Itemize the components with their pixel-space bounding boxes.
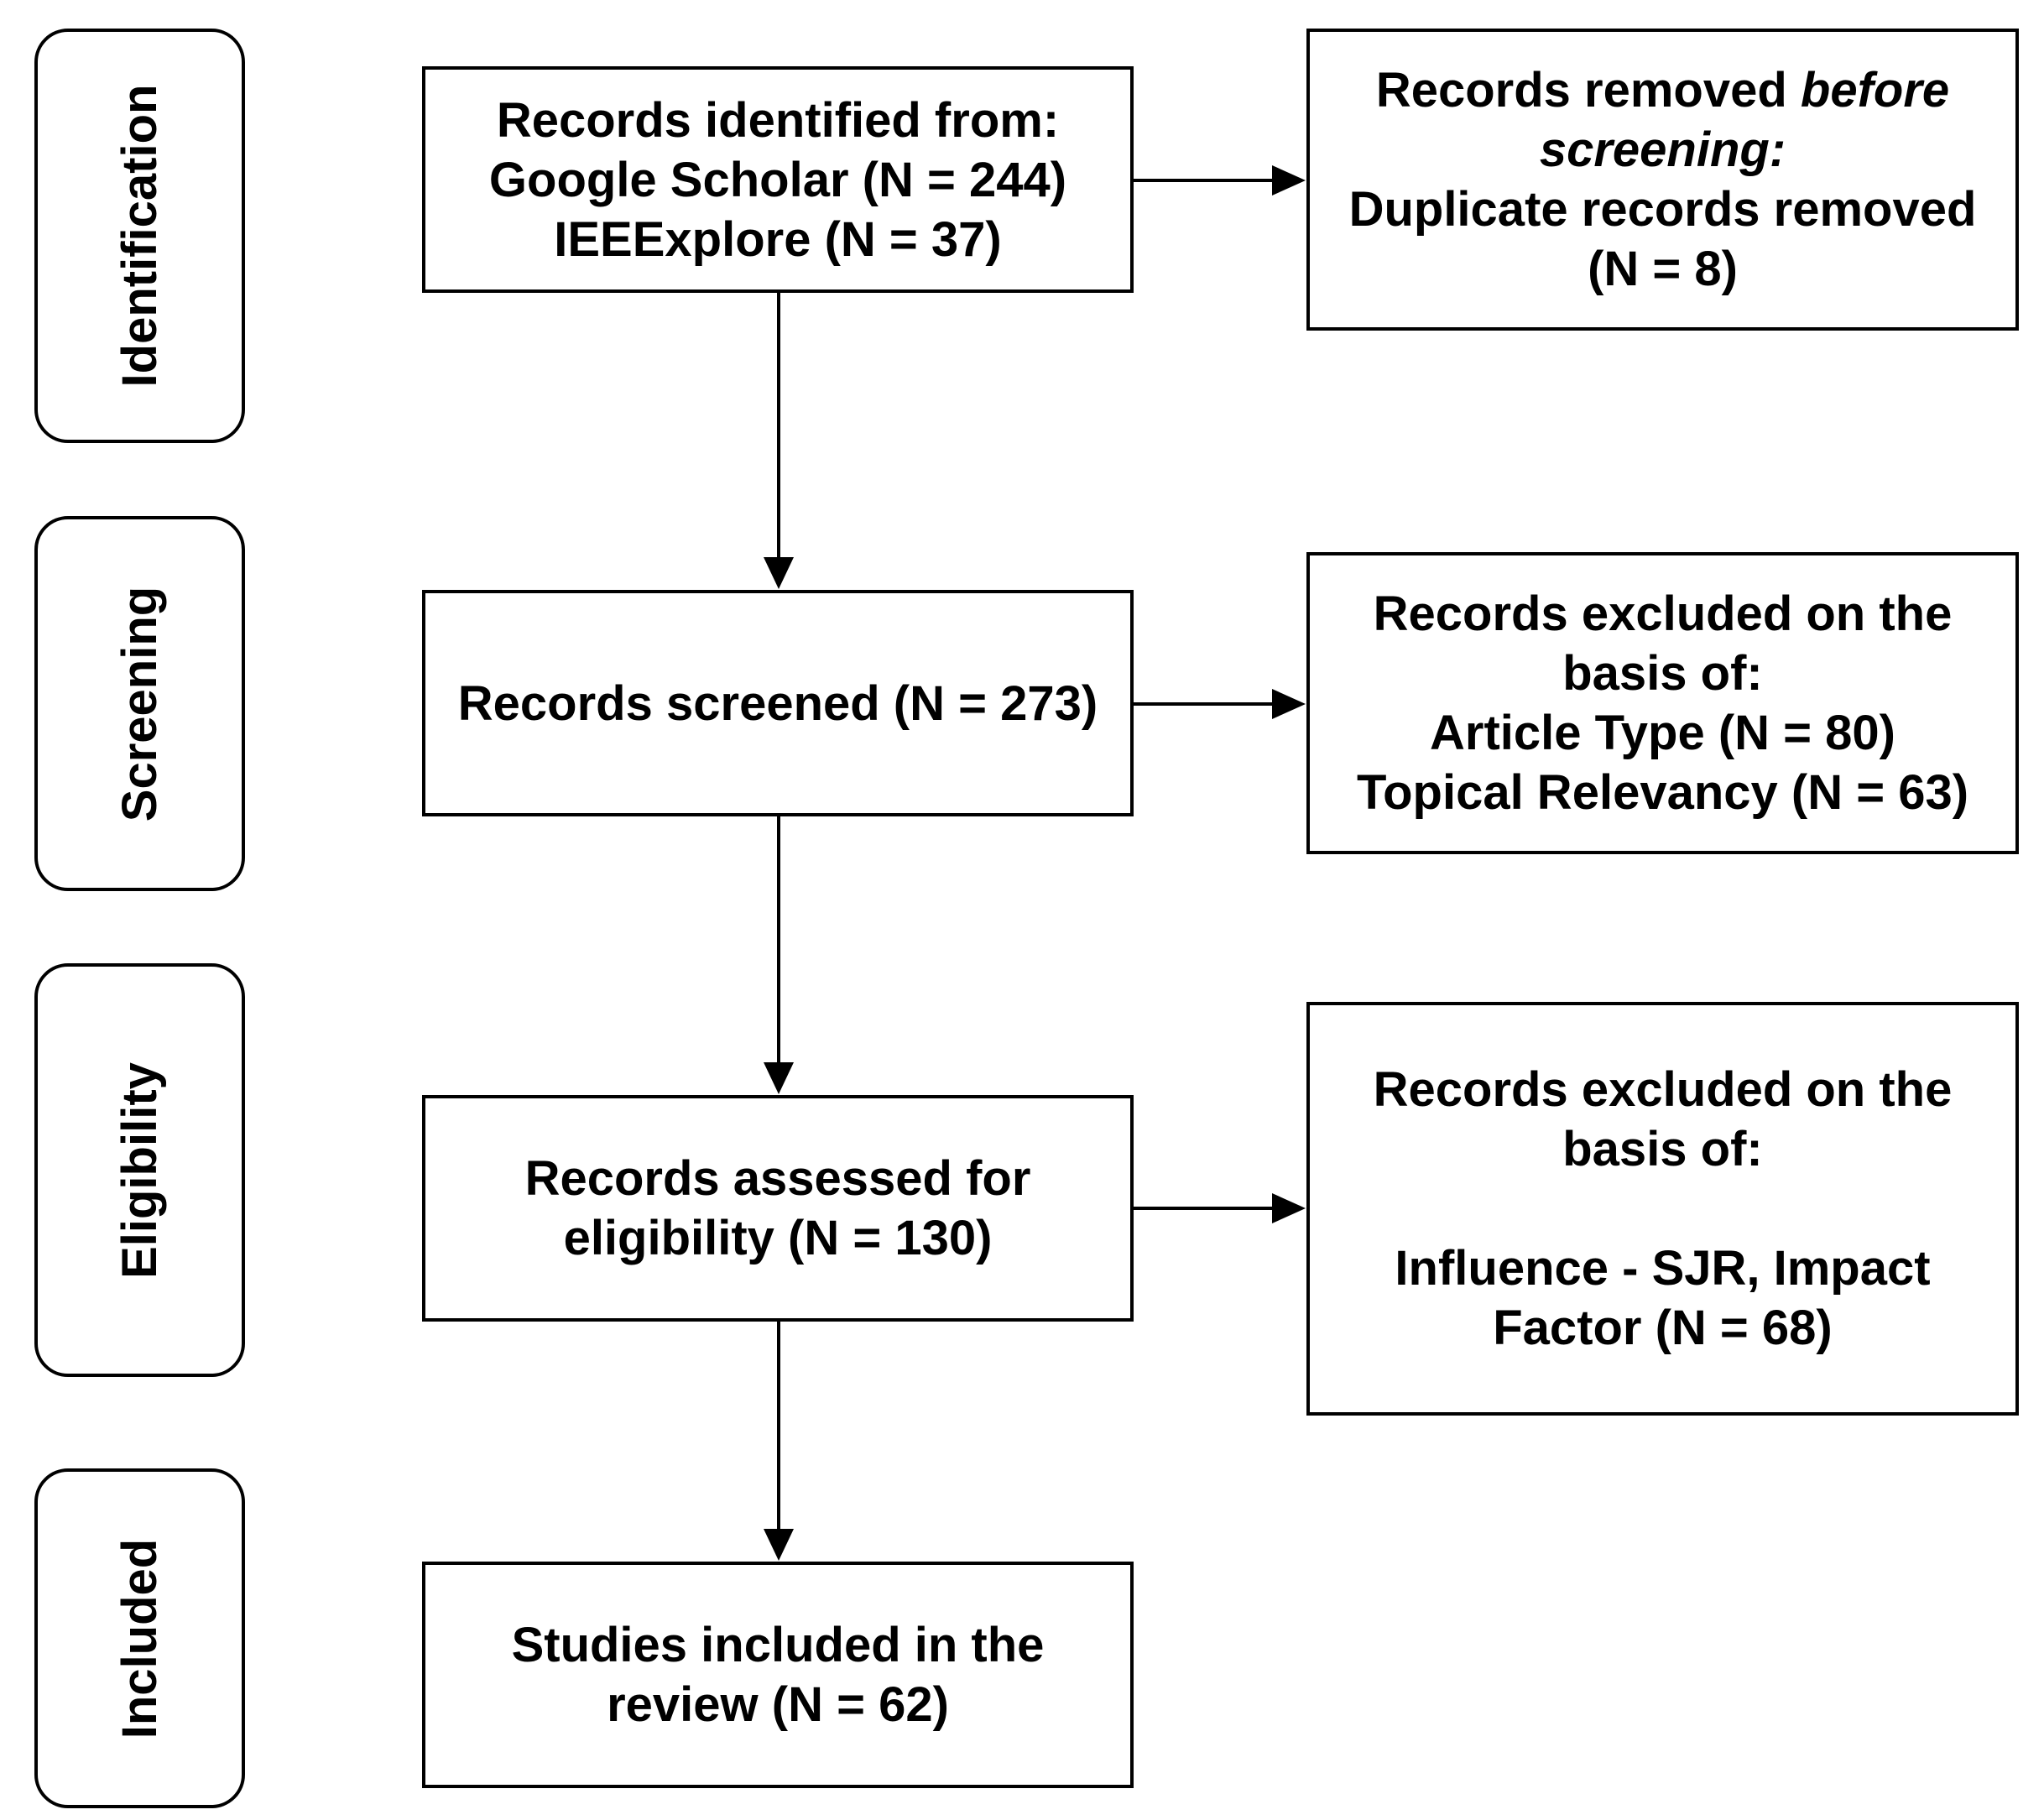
excluded-screening-line2: basis of: (1562, 646, 1763, 701)
arrowhead-down-3 (764, 1529, 794, 1561)
records-removed-line2: screening: (1540, 120, 1786, 180)
article-type-count: Article Type (N = 80) (1430, 706, 1895, 760)
records-removed-box: Records removed before screening: Duplic… (1306, 29, 2019, 331)
stage-eligibility-label: Eligibility (112, 1061, 167, 1279)
records-assessed-box: Records assessed for eligibility (N = 13… (422, 1095, 1134, 1322)
records-screened-box: Records screened (N = 273) (422, 590, 1134, 816)
records-removed-screening: screening: (1539, 123, 1786, 177)
stage-identification-label: Identification (112, 84, 167, 388)
arrowhead-down-1 (764, 557, 794, 589)
duplicate-records-label: Duplicate records removed (1348, 182, 1977, 237)
topical-relevancy-count: Topical Relevancy (N = 63) (1356, 765, 1969, 820)
records-removed-line1: Records removed before (1376, 60, 1949, 120)
records-screened-text: Records screened (N = 273) (457, 675, 1098, 731)
excluded-eligibility-box: Records excluded on the basis of: Influe… (1306, 1002, 2019, 1416)
records-removed-before: before (1800, 63, 1950, 117)
ieeexplore-count: IEEExplore (N = 37) (554, 211, 1002, 267)
stage-eligibility: Eligibility (34, 963, 245, 1377)
stage-included: Included (34, 1468, 245, 1808)
excluded-eligibility-line1: Records excluded on the (1373, 1062, 1953, 1117)
arrowhead-down-2 (764, 1062, 794, 1094)
duplicate-records-count: (N = 8) (1588, 242, 1738, 296)
records-assessed-line2: eligibility (N = 130) (563, 1211, 993, 1265)
studies-included-box: Studies included in the review (N = 62) (422, 1562, 1134, 1788)
stage-screening: Screening (34, 516, 245, 891)
records-identified-box: Records identified from: Google Scholar … (422, 66, 1134, 293)
arrowhead-right-1 (1272, 165, 1306, 196)
records-assessed-line1: Records assessed for (524, 1151, 1031, 1206)
google-scholar-count: Google Scholar (N = 244) (488, 152, 1067, 207)
excluded-eligibility-line2: basis of: (1562, 1122, 1763, 1176)
arrowhead-right-2 (1272, 689, 1306, 719)
stage-identification: Identification (34, 29, 245, 443)
arrowhead-right-3 (1272, 1193, 1306, 1223)
records-identified-title: Records identified from: (496, 92, 1060, 148)
stage-screening-label: Screening (112, 586, 167, 821)
excluded-screening-box: Records excluded on the basis of: Articl… (1306, 552, 2019, 854)
impact-factor-count: Factor (N = 68) (1493, 1301, 1833, 1355)
influence-line: Influence - SJR, Impact (1395, 1241, 1931, 1296)
stage-included-label: Included (112, 1538, 167, 1739)
records-removed-prefix: Records removed (1375, 63, 1801, 117)
studies-included-line1: Studies included in the (511, 1618, 1045, 1672)
excluded-screening-line1: Records excluded on the (1373, 587, 1953, 641)
studies-included-line2: review (N = 62) (607, 1677, 949, 1732)
